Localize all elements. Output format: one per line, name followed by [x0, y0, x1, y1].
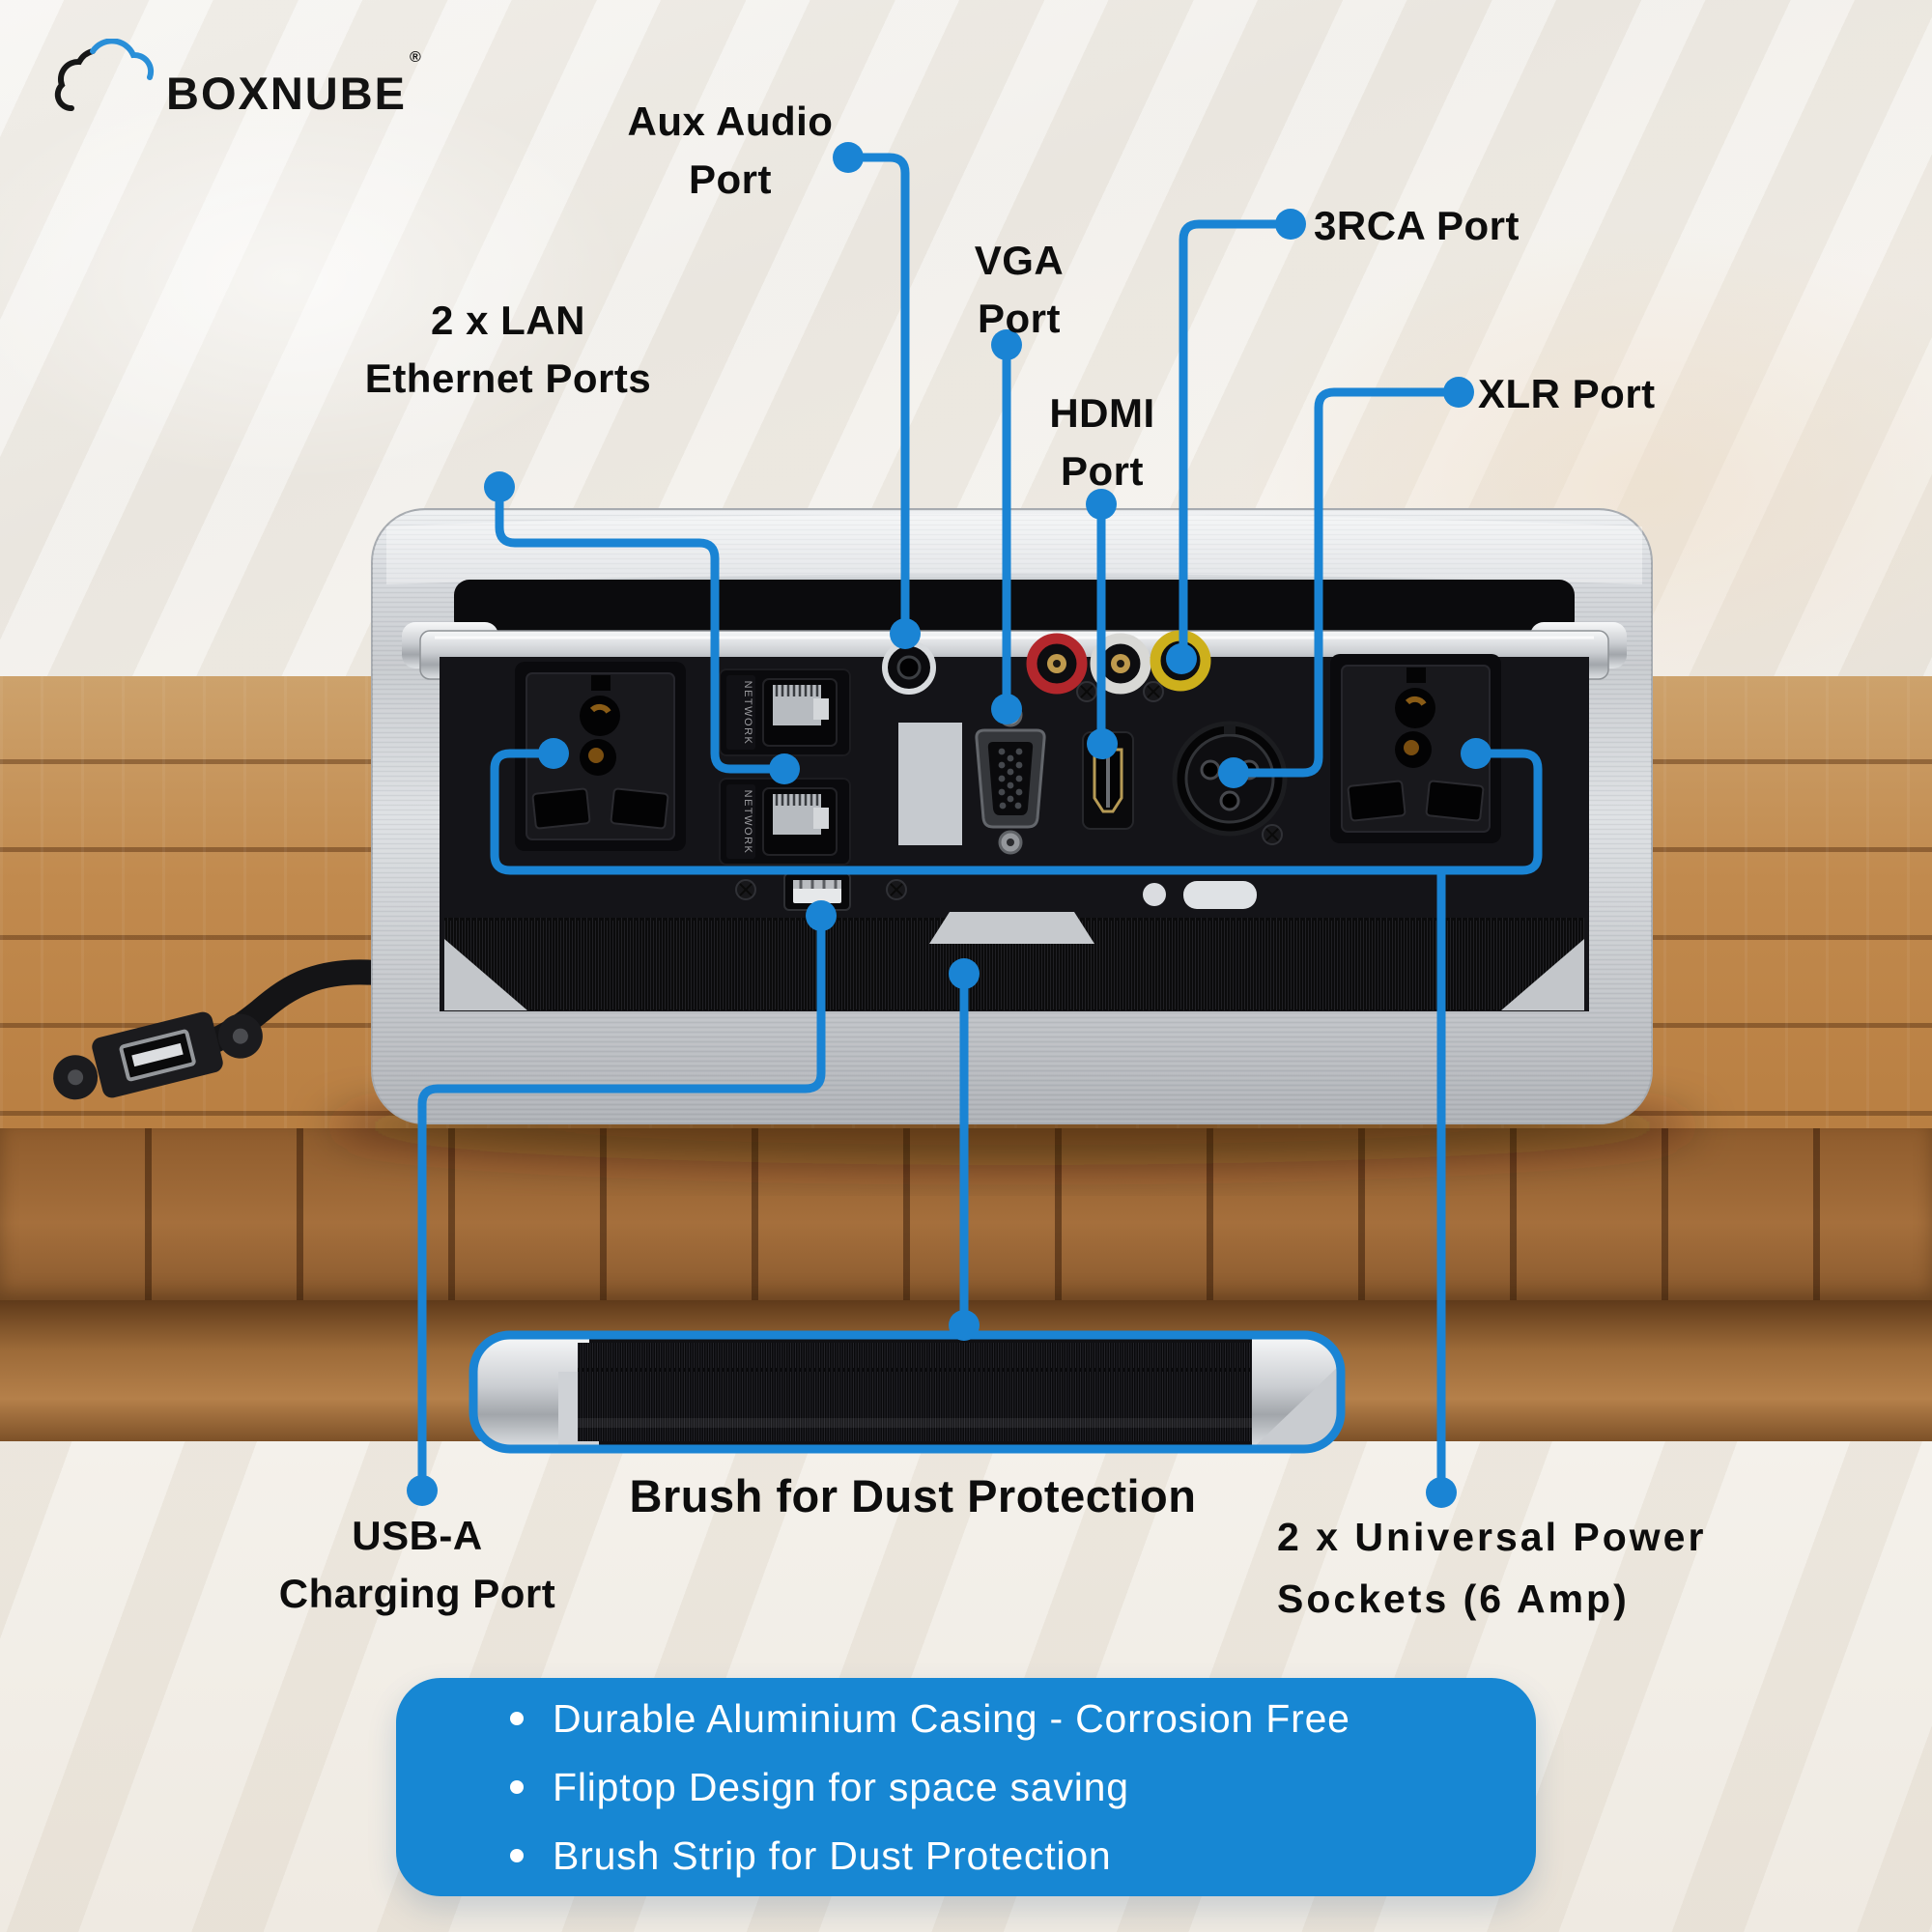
callout-line-power: [490, 749, 1543, 875]
callout-lines: [417, 153, 1543, 1485]
rca-jack-red: [1026, 633, 1088, 695]
brand-logo: BOXNUBE®: [50, 39, 421, 119]
usb-cable-photo: [53, 959, 399, 1100]
registered-mark: ®: [410, 49, 421, 66]
feature-item: Durable Aluminium Casing - Corrosion Fre…: [510, 1698, 1536, 1739]
lid-handle-tab: [929, 912, 1094, 944]
power-socket-right: [1330, 654, 1501, 843]
panel-corner-left: [444, 939, 527, 1010]
lan-port-bottom: NETWORK: [719, 778, 851, 866]
network-label: NETWORK: [742, 790, 753, 855]
network-label: NETWORK: [742, 681, 753, 746]
callout-line-lan: [495, 482, 776, 774]
aux-audio-jack: [882, 640, 936, 695]
bullet-dot: [510, 1849, 524, 1862]
top-face-sheen: [386, 514, 1642, 584]
callout-line-rca: [1179, 219, 1295, 650]
label-hdmi-port: HDMI Port: [1049, 390, 1155, 494]
brush-closeup-photo: [469, 1330, 1346, 1454]
feature-summary-box: Durable Aluminium Casing - Corrosion Fre…: [396, 1678, 1536, 1896]
bullet-dot: [510, 1780, 524, 1794]
blank-plate: [898, 723, 962, 845]
panel-oval: [1183, 881, 1257, 909]
label-vga-port: VGA Port: [974, 238, 1065, 341]
label-usb-charging-port: USB-A Charging Port: [278, 1513, 556, 1616]
callout-line-usb: [417, 911, 826, 1481]
brush-closeup-highlight-border: [469, 1330, 1346, 1454]
label-lan-ports: 2 x LAN Ethernet Ports: [364, 298, 652, 401]
panel-dot: [1143, 883, 1166, 906]
callout-dots: [407, 142, 1492, 1508]
label-xlr-port: XLR Port: [1478, 371, 1656, 416]
callout-line-aux: [843, 153, 910, 625]
brand-name: BOXNUBE: [166, 68, 408, 119]
feature-item: Brush Strip for Dust Protection: [510, 1835, 1536, 1876]
panel-corner-right: [1501, 939, 1584, 1010]
flip-top-connectivity-box: NETWORK NETWORK: [371, 508, 1653, 1124]
label-aux-audio-port: Aux Audio Port: [627, 99, 834, 202]
rca-jack-white: [1090, 633, 1151, 695]
vga-connector: [975, 702, 1046, 855]
label-3rca-port: 3RCA Port: [1314, 203, 1520, 248]
power-socket-left: [515, 662, 686, 851]
label-brush-dust-protection: Brush for Dust Protection: [629, 1470, 1197, 1521]
usb-a-port: [783, 872, 851, 911]
feature-item: Fliptop Design for space saving: [510, 1767, 1536, 1807]
cloud-icon: [54, 39, 155, 112]
bullet-dot: [510, 1712, 524, 1725]
label-universal-power-sockets: 2 x Universal Power Sockets (6 Amp): [1277, 1515, 1707, 1621]
lid-slot: [454, 580, 1575, 636]
callout-line-xlr: [1243, 387, 1463, 778]
lan-port-top: NETWORK: [719, 668, 851, 756]
